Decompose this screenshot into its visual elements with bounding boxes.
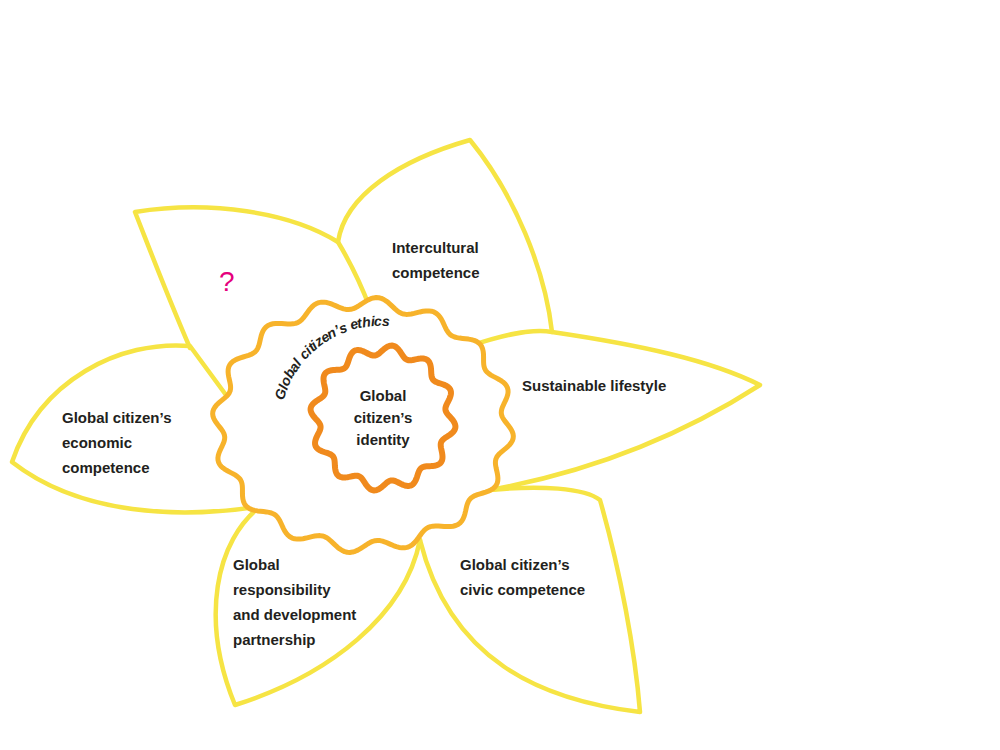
wavy-ring-path (311, 346, 456, 491)
petal-outline-path (12, 345, 268, 512)
wavy-ring-path (213, 298, 514, 553)
node-label: Global responsibility and development pa… (233, 552, 359, 652)
petal-outline-path (216, 505, 420, 705)
node-label: Global citizen’s civic competence (460, 552, 595, 602)
node-label: Sustainable lifestyle (522, 373, 666, 398)
petal: Sustainable lifestyle (465, 323, 765, 495)
petal-outline-path (420, 488, 640, 712)
petal-outline-path (470, 331, 760, 490)
ring-label-letter: i (370, 313, 375, 329)
petal-outline (465, 323, 765, 495)
ring-label-letter: c (374, 313, 382, 329)
petal-outline-path (135, 207, 370, 348)
node-label: ? (219, 266, 235, 298)
node-label: Global citizen’s identity (338, 385, 428, 451)
wavy-ring: Global citizen’s identity (302, 337, 464, 499)
wavy-ring: Global citizen’s ethicsGlobal citizen’s … (205, 290, 521, 560)
node-label: Global citizen’s economic competence (62, 405, 182, 480)
ring-label-letter: s (382, 313, 391, 329)
node-label: Intercultural competence (392, 235, 492, 285)
